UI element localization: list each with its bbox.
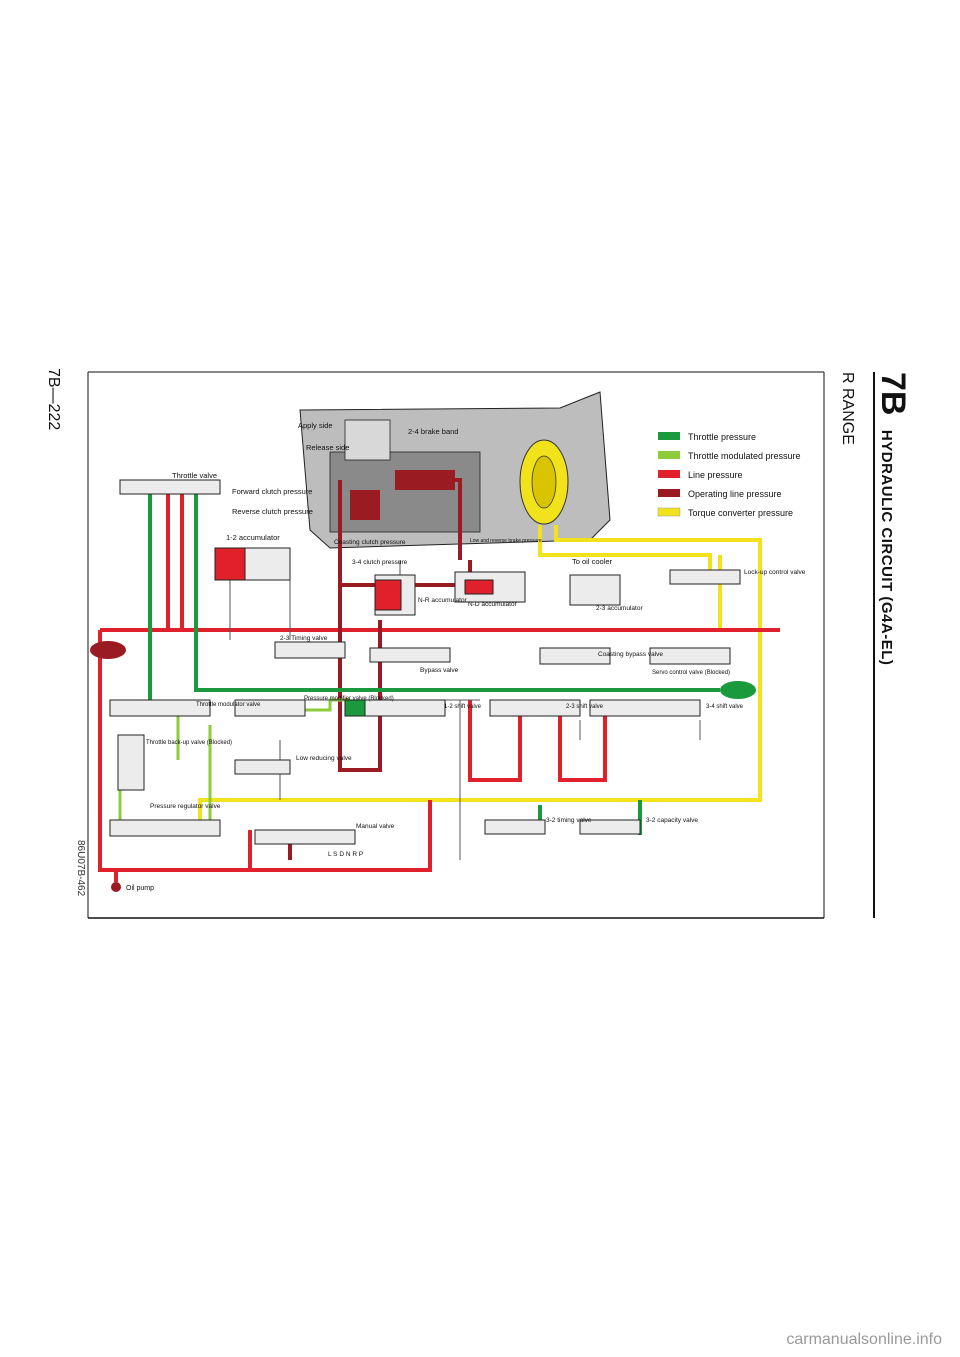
label-shift-34: 3-4 shift valve [706, 704, 744, 710]
label-lockup: Lock-up control valve [744, 569, 806, 576]
pressure-badge-right [720, 681, 756, 699]
clutch-chamber-2 [350, 490, 380, 520]
shift-valve-34 [589, 699, 701, 717]
label-low-reducing: Low reducing valve [296, 755, 352, 762]
label-shift-12: 1-2 shift valve [444, 704, 482, 710]
accumulator-12-fill [214, 547, 246, 581]
legend-swatch-torque-converter [657, 507, 681, 517]
tc-line-3 [718, 555, 770, 632]
thr-line-2 [194, 480, 720, 692]
label-low-reverse: Low and reverse brake pressure [470, 538, 542, 544]
line-shift12 [468, 700, 522, 782]
label-servo-control: Servo control valve (Blocked) [652, 670, 730, 676]
legend-label-torque-converter: Torque converter pressure [688, 508, 793, 518]
label-manual-positions: L S D N R P [328, 851, 363, 858]
label-throttle-backup: Throttle back-up valve (Blocked) [146, 740, 232, 746]
timing-valve-32 [484, 819, 546, 835]
throttle-valve [119, 479, 221, 495]
legend: Throttle pressure Throttle modulated pre… [657, 432, 801, 518]
component-labels: Apply side Release side 2-4 brake band T… [126, 421, 806, 892]
bypass-valve [369, 647, 451, 663]
legend-label-throttle: Throttle pressure [688, 432, 756, 442]
label-coasting-clutch: Coasting clutch pressure [334, 539, 406, 546]
tc-line-2 [198, 525, 762, 830]
low-reducing-valve [234, 759, 291, 775]
legend-swatch-operating-line [658, 489, 680, 497]
op-line-3 [400, 478, 462, 560]
legend-swatch-throttle [658, 432, 680, 440]
op-line-1 [338, 480, 382, 772]
pressure-badge-left [90, 641, 126, 659]
shift-valve-23 [489, 699, 581, 717]
legend-label-throttle-modulated: Throttle modulated pressure [688, 451, 801, 461]
nr-accumulator-fill [374, 579, 402, 611]
label-nd-accumulator: N-D accumulator [468, 601, 518, 608]
servo-control-valve [649, 647, 731, 665]
label-pressure-regulator: Pressure regulator valve [150, 803, 221, 810]
label-apply-side: Apply side [298, 421, 333, 430]
oil-pump-icon [111, 882, 121, 892]
tc-line-1 [538, 525, 712, 580]
label-capacity-32: 3-2 capacity valve [646, 817, 698, 824]
label-accumulator-23: 2-3 accumulator [596, 605, 643, 612]
label-to-oil-cooler: To oil cooler [572, 557, 613, 566]
label-throttle-modulator: Throttle modulator valve [196, 702, 261, 708]
label-reverse-clutch: Reverse clutch pressure [232, 507, 313, 516]
legend-swatch-line [658, 470, 680, 478]
line-main [98, 630, 432, 872]
legend-swatch-throttle-modulated [658, 451, 680, 459]
throttle-backup-valve [117, 734, 145, 791]
label-bypass-valve: Bypass valve [420, 667, 459, 674]
label-release-side: Release side [306, 443, 349, 452]
torque-converter-core [531, 455, 557, 509]
pressure-regulator-valve [109, 819, 221, 837]
label-coasting-bypass: Coasting bypass valve [598, 651, 663, 658]
nd-accumulator-fill [464, 579, 494, 595]
valves [109, 479, 741, 845]
pressure-modifier-valve [234, 699, 306, 717]
label-manual-valve: Manual valve [356, 823, 395, 830]
timing-valve-23 [274, 641, 346, 659]
coasting-bypass-valve [539, 647, 611, 665]
label-shift-23: 2-3 shift valve [566, 704, 604, 710]
label-throttle-valve: Throttle valve [172, 471, 217, 480]
line-shift23 [558, 700, 607, 782]
lockup-valve [669, 569, 741, 585]
accumulator-23 [569, 574, 621, 606]
watermark: carmanualsonline.info [786, 1331, 942, 1348]
label-timing-23: 2-3 Timing valve [280, 635, 328, 642]
throttle-modulator-valve [109, 699, 211, 717]
label-forward-clutch: Forward clutch pressure [232, 487, 312, 496]
label-oil-pump: Oil pump [126, 885, 154, 892]
label-accumulator-12: 1-2 accumulator [226, 533, 280, 542]
legend-label-operating-line: Operating line pressure [688, 489, 782, 499]
line-pressure-lines [98, 480, 780, 882]
label-clutch-34: 3-4 clutch pressure [352, 559, 408, 566]
label-pressure-modifier: Pressure modifier valve (Blocked) [304, 696, 394, 702]
drum [344, 419, 391, 461]
legend-label-line: Line pressure [688, 470, 743, 480]
label-nr-accumulator: N-R accumulator [418, 597, 468, 604]
manual-valve [254, 829, 356, 845]
capacity-valve-32 [579, 819, 641, 835]
shift-valve-12-fill [344, 699, 366, 717]
label-brake-band: 2-4 brake band [408, 427, 458, 436]
label-timing-32: 3-2 timing valve [546, 817, 592, 824]
